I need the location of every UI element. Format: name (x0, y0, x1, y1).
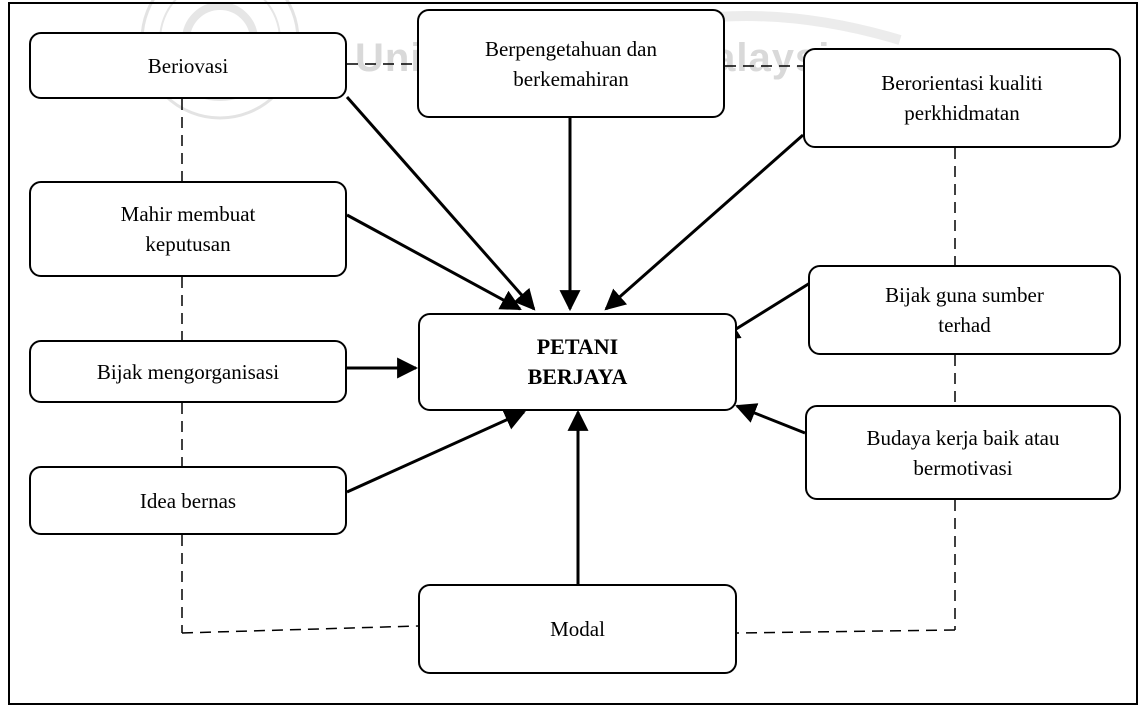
center-label: PETANI BERJAYA (527, 334, 628, 389)
arrow-berorientasi (604, 133, 804, 311)
node-modal: Modal (418, 584, 737, 674)
node-label: Berpengetahuan dan berkemahiran (484, 36, 657, 91)
dash-left-bottom (181, 625, 419, 634)
dashed-links (181, 63, 956, 634)
arrow-idea (346, 410, 526, 494)
node-berpengetahuan: Berpengetahuan dan berkemahiran (417, 9, 725, 118)
dash-right-bottom (736, 629, 956, 634)
node-label: Beriovasi (147, 53, 229, 78)
node-bijak-mengorganisasi: Bijak mengorganisasi (29, 340, 347, 403)
node-beriovasi: Beriovasi (29, 32, 347, 99)
node-berorientasi: Berorientasi kualiti perkhidmatan (803, 48, 1121, 148)
node-mahir: Mahir membuat keputusan (29, 181, 347, 277)
node-budaya: Budaya kerja baik atau bermotivasi (805, 405, 1121, 500)
node-idea: Idea bernas (29, 466, 347, 535)
arrow-mahir (346, 213, 522, 311)
arrows (345, 96, 811, 584)
diagram-frame (8, 2, 1138, 705)
node-label: Berorientasi kualiti perkhidmatan (881, 71, 1043, 125)
node-bijak-sumber: Bijak guna sumber terhad (808, 265, 1121, 355)
node-label: Budaya kerja baik atau bermotivasi (866, 425, 1060, 480)
node-label: Bijak guna sumber terhad (885, 283, 1044, 337)
node-label: Bijak mengorganisasi (96, 359, 280, 384)
node-label: Idea bernas (139, 488, 237, 513)
node-label: Modal (550, 617, 605, 641)
node-petani-berjaya: PETANI BERJAYA (418, 313, 737, 411)
arrow-budaya (735, 403, 806, 435)
node-label: Mahir membuat keputusan (120, 202, 256, 256)
arrow-beriovasi (345, 96, 536, 311)
